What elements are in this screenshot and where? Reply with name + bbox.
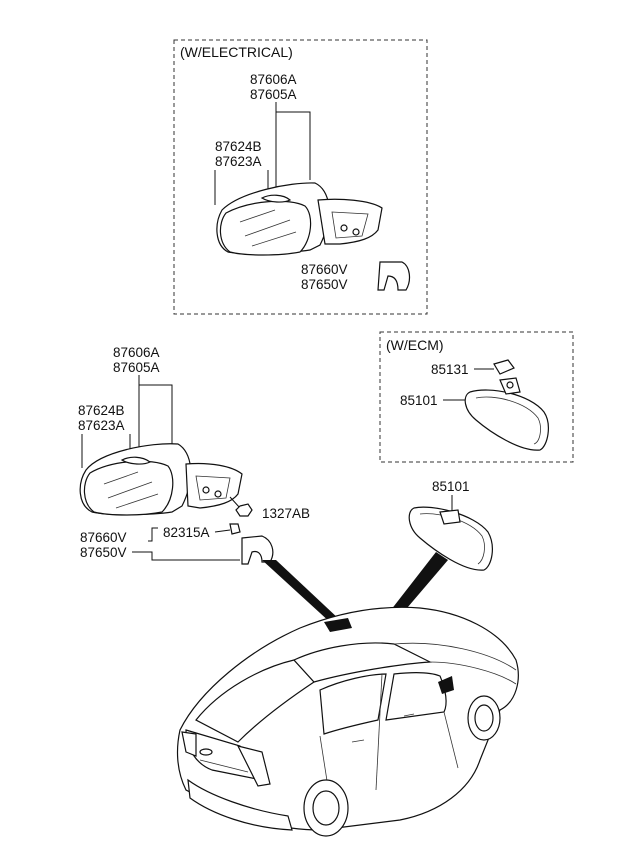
part-label-87623A[interactable]: 87623A xyxy=(215,154,262,169)
electrical-mirror-cover xyxy=(377,261,411,291)
pointer-to-outside-mirror xyxy=(262,560,340,624)
electrical-mirror-group: (W/ELECTRICAL) 87606A 87605A 87624B 8762… xyxy=(173,39,428,315)
part-label-87650V[interactable]: 87650V xyxy=(301,277,348,292)
car-side-mirror-marker xyxy=(438,676,454,694)
part-label-87605A[interactable]: 87605A xyxy=(250,87,297,102)
part-label-87606A[interactable]: 87606A xyxy=(250,72,297,87)
electrical-outside-mirror xyxy=(216,182,383,256)
ecm-rearview-mirror xyxy=(464,377,549,451)
electrical-dashed-box xyxy=(173,39,428,315)
electrical-leader-lines xyxy=(214,102,311,205)
part-label-85131[interactable]: 85131 xyxy=(431,362,469,377)
room-mirror-group: 85101 xyxy=(408,479,493,571)
ecm-dashed-box xyxy=(379,331,574,463)
part-label-87660V[interactable]: 87660V xyxy=(80,530,127,545)
part-label-87650V[interactable]: 87650V xyxy=(80,545,127,560)
car-room-mirror-marker xyxy=(324,618,352,632)
electrical-box-title: (W/ELECTRICAL) xyxy=(180,44,293,60)
cover-and-clip-assembly: 82315A 87660V 87650V xyxy=(80,523,274,565)
part-label-87606A[interactable]: 87606A xyxy=(113,345,160,360)
car-illustration xyxy=(176,606,519,837)
standard-outside-mirror xyxy=(79,443,243,516)
part-label-82315A[interactable]: 82315A xyxy=(163,525,210,540)
part-label-87624B[interactable]: 87624B xyxy=(78,403,125,418)
part-label-85101[interactable]: 85101 xyxy=(432,479,470,494)
part-label-87660V[interactable]: 87660V xyxy=(301,262,348,277)
part-label-85101[interactable]: 85101 xyxy=(400,393,438,408)
part-label-1327AB[interactable]: 1327AB xyxy=(262,506,310,521)
part-label-87623A[interactable]: 87623A xyxy=(78,418,125,433)
standard-mirror-group: 87606A 87605A 87624B 87623A 1327AB xyxy=(78,345,310,565)
ecm-mirror-group: (W/ECM) 85131 85101 xyxy=(379,331,574,463)
part-label-87624B[interactable]: 87624B xyxy=(215,139,262,154)
part-label-87605A[interactable]: 87605A xyxy=(113,360,160,375)
ecm-mount-bracket xyxy=(493,359,515,375)
room-rearview-mirror xyxy=(408,506,493,571)
ecm-box-title: (W/ECM) xyxy=(386,337,444,353)
bolt-1327AB: 1327AB xyxy=(229,496,310,521)
